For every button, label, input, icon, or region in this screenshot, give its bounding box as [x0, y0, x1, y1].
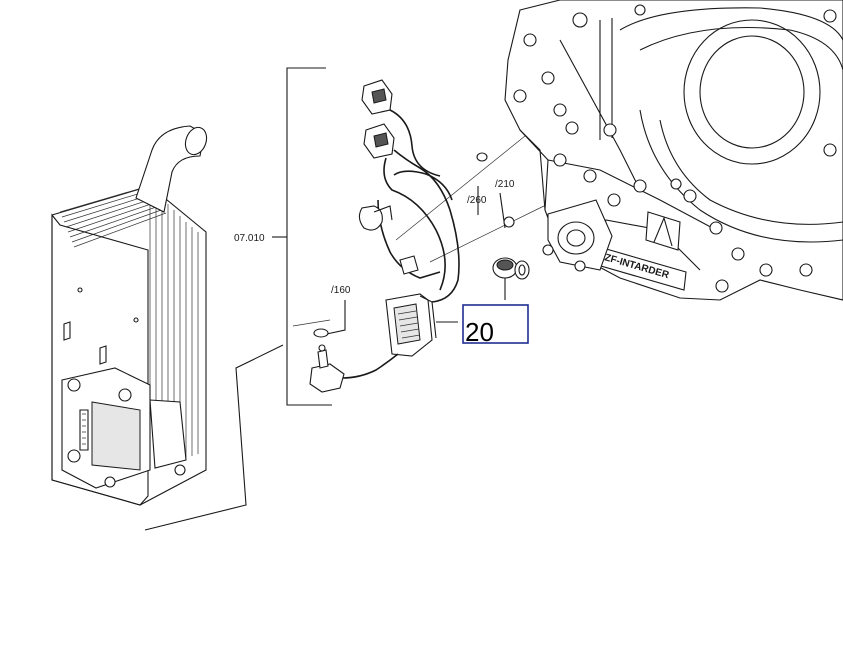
oil-cooler	[51, 125, 208, 506]
seal-rings	[313, 152, 530, 338]
oring-160	[313, 328, 329, 338]
plug-20	[492, 257, 530, 280]
transmission-housing: ZF-INTARDER	[504, 0, 843, 301]
ref-260-label: /260	[467, 195, 487, 206]
oring-210	[503, 216, 515, 228]
highlight-ref-label: 20	[465, 317, 494, 347]
ref-160-label: /160	[331, 285, 351, 296]
group-ref-label: 07.010	[234, 233, 265, 244]
oring-260	[476, 152, 488, 162]
wiring-harness	[309, 79, 460, 393]
ref-210-label: /210	[495, 179, 515, 190]
housing-bolts	[513, 4, 837, 293]
highlighted-part-callout[interactable]: 20	[462, 304, 529, 347]
highlight-box	[462, 304, 529, 344]
leader-lines	[144, 67, 549, 531]
